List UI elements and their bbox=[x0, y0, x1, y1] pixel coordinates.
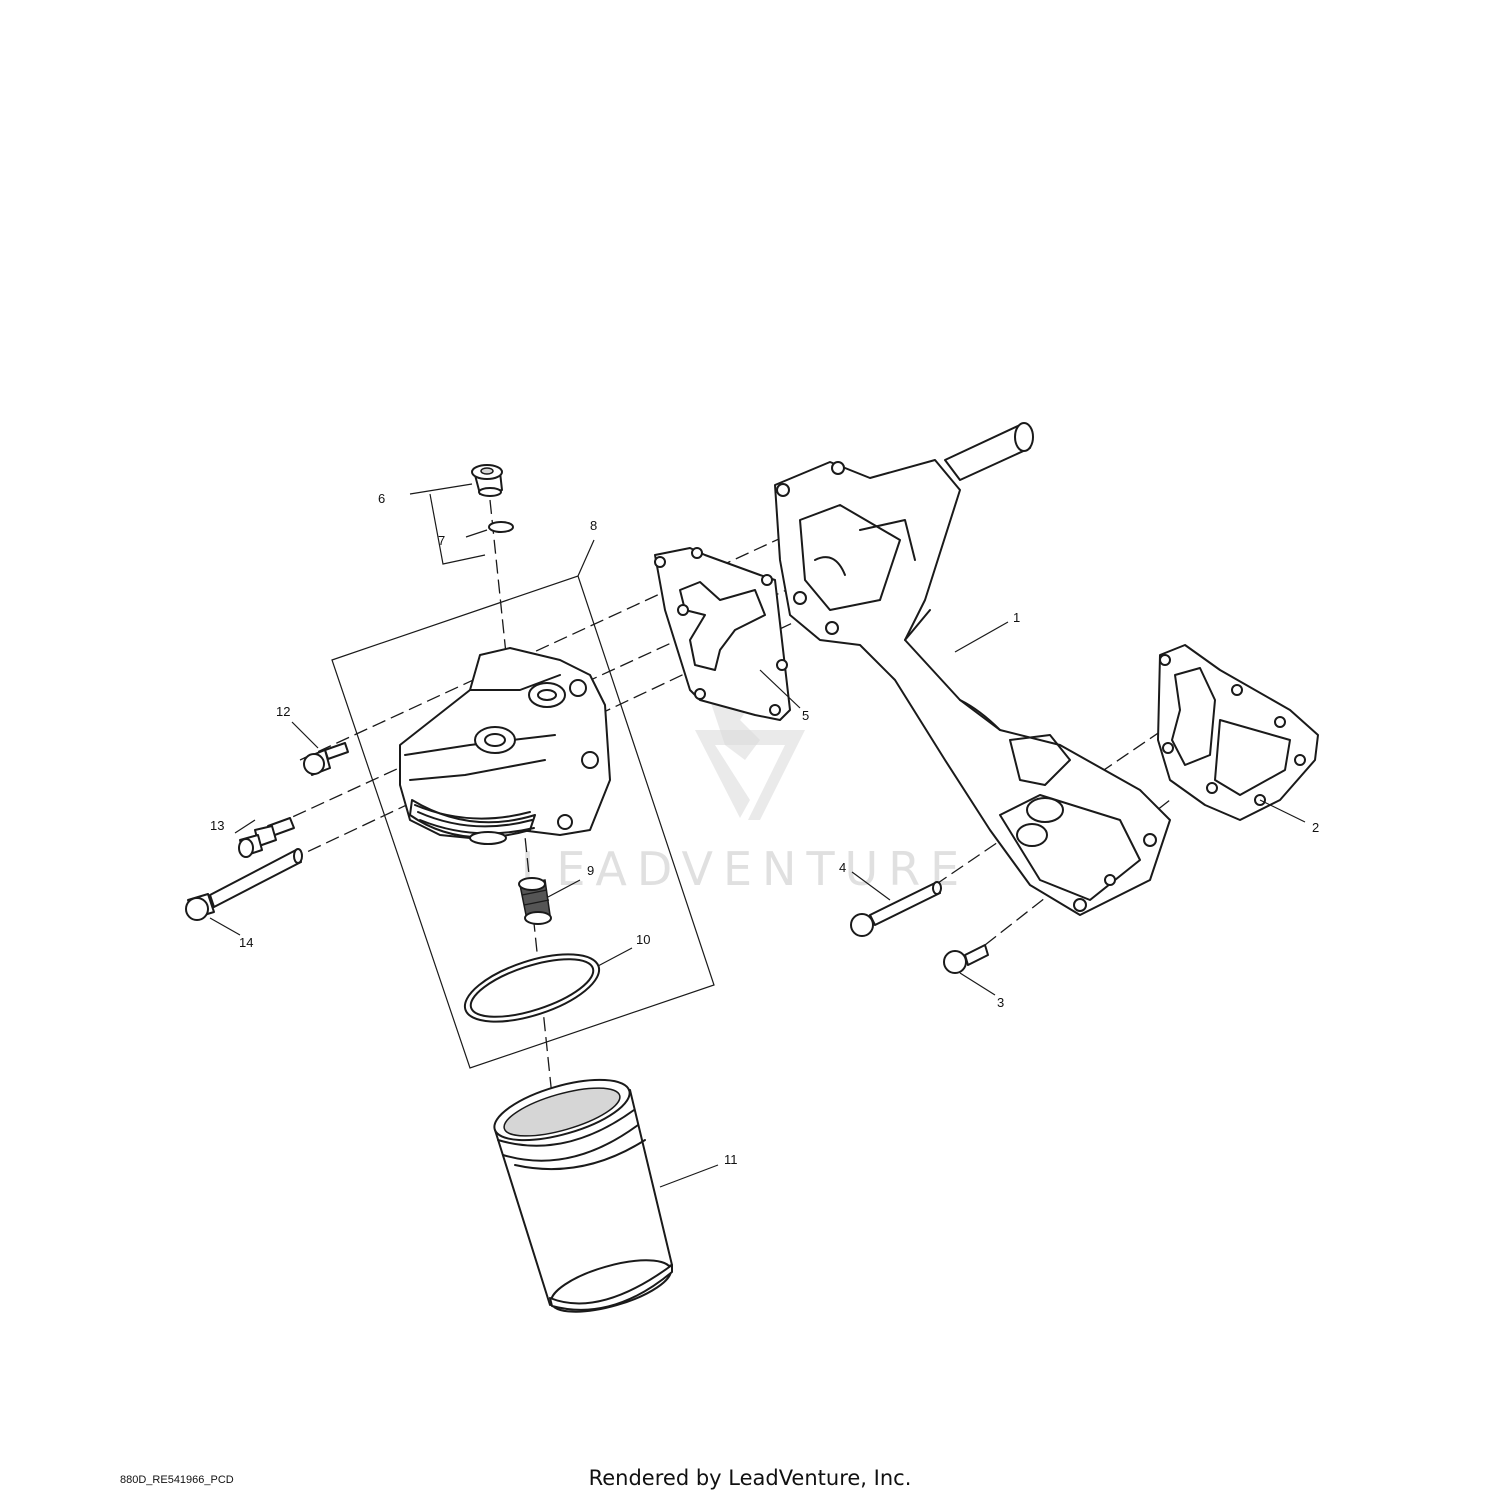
bolt-14 bbox=[185, 848, 303, 921]
callout-7: 7 bbox=[438, 533, 445, 548]
watermark-text: LEADVENTURE bbox=[521, 842, 970, 896]
callout-3: 3 bbox=[997, 995, 1004, 1010]
callout-4: 4 bbox=[839, 860, 846, 875]
callout-6: 6 bbox=[378, 491, 385, 506]
callout-13: 13 bbox=[210, 818, 224, 833]
callout-2: 2 bbox=[1312, 820, 1319, 835]
gasket-5 bbox=[654, 547, 791, 721]
callout-14: 14 bbox=[239, 935, 253, 950]
bolt-4 bbox=[850, 881, 942, 937]
manifold-casting bbox=[774, 422, 1171, 916]
callout-11: 11 bbox=[724, 1152, 738, 1167]
filter-canister-11 bbox=[493, 1078, 673, 1313]
render-credit: Rendered by LeadVenture, Inc. bbox=[588, 1466, 912, 1490]
callout-1: 1 bbox=[1013, 610, 1020, 625]
stud-13 bbox=[238, 817, 295, 858]
callout-5: 5 bbox=[802, 708, 809, 723]
filter-head-housing bbox=[399, 647, 611, 845]
o-ring-7 bbox=[488, 521, 514, 533]
callout-10: 10 bbox=[636, 932, 650, 947]
bolt-3 bbox=[943, 944, 989, 974]
leadventure-watermark-logo: LEADVENTURE bbox=[521, 625, 970, 896]
drawing-code: 880D_RE541966_PCD bbox=[120, 1474, 234, 1486]
callout-8: 8 bbox=[590, 518, 597, 533]
seal-ring-10 bbox=[463, 953, 601, 1023]
callout-9: 9 bbox=[587, 863, 594, 878]
kit-outline-8 bbox=[331, 575, 715, 1069]
plug-6 bbox=[471, 464, 503, 497]
callout-12: 12 bbox=[276, 704, 290, 719]
callouts: 1 2 3 4 5 6 7 8 9 10 11 12 13 14 bbox=[210, 491, 1319, 1167]
check-valve-9 bbox=[518, 877, 552, 925]
bolt-12 bbox=[303, 742, 349, 776]
gasket-2 bbox=[1157, 644, 1319, 821]
